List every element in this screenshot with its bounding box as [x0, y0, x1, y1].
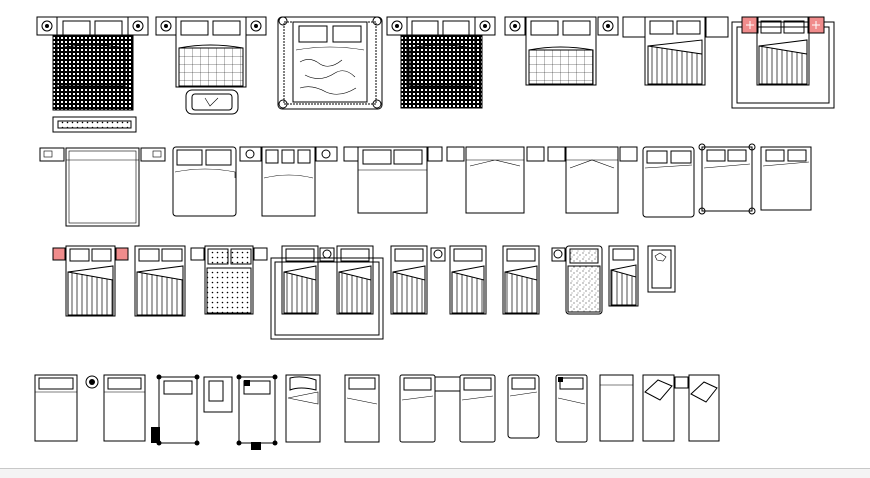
bed-block-21 [390, 245, 487, 315]
bed-block-15 [698, 143, 756, 215]
bed-block-25 [647, 245, 676, 293]
row-3-hatched-beds [52, 245, 676, 340]
bed-block-29 [285, 374, 321, 443]
bed-block-23 [551, 245, 603, 315]
bed-block-30 [344, 374, 380, 443]
bed-block-14 [642, 146, 695, 218]
row-2-plain-double-beds [39, 143, 812, 227]
bed-block-1 [36, 16, 149, 133]
bottom-status-bar [0, 468, 870, 478]
bed-block-10 [239, 146, 338, 217]
bed-block-3-ornate [277, 16, 383, 110]
bed-block-7-on-rug [731, 16, 835, 109]
bed-block-33 [555, 374, 588, 443]
bed-block-28 [203, 374, 278, 450]
bed-block-26 [34, 374, 146, 442]
bed-block-2 [155, 16, 267, 115]
bed-block-17 [52, 245, 129, 317]
bed-block-24 [608, 245, 639, 307]
bed-block-22 [502, 245, 540, 315]
bed-block-4 [386, 16, 496, 109]
bed-block-8 [39, 147, 166, 227]
row-1-double-beds-with-nightstands [36, 16, 835, 133]
bed-block-13 [547, 146, 638, 214]
bed-block-19 [190, 245, 268, 315]
bed-block-27 [151, 374, 200, 446]
bed-block-9 [172, 146, 237, 217]
bed-block-31 [399, 374, 496, 443]
bed-block-34 [599, 374, 634, 442]
bed-block-11 [343, 146, 443, 214]
bed-block-16 [760, 146, 812, 211]
bed-block-18 [134, 245, 186, 317]
bed-block-6 [622, 16, 729, 86]
bed-block-12 [446, 146, 545, 214]
bed-block-35 [642, 374, 720, 442]
bed-block-20-pair-on-rug [270, 245, 384, 340]
bed-block-32 [507, 374, 540, 439]
bed-block-5 [504, 16, 619, 86]
row-4-single-beds [34, 374, 720, 450]
